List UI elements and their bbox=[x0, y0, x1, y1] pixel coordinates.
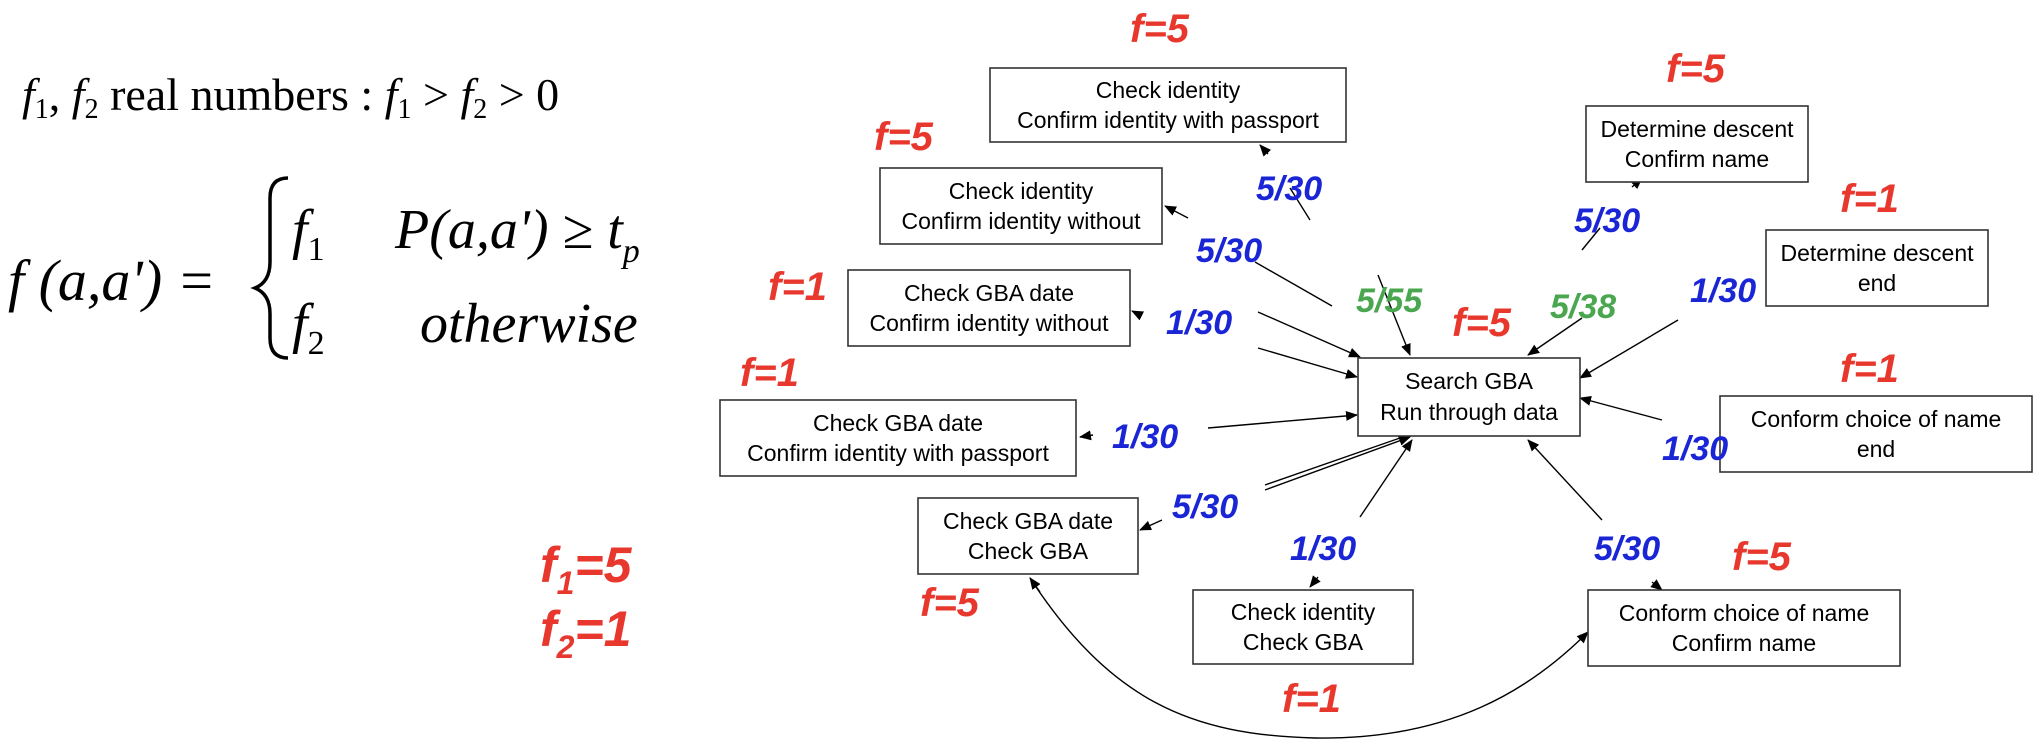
edge-to-choice-name bbox=[1650, 579, 1663, 591]
formula-block: f1, f2 real numbers : f1 > f2 > 0 f (a,a… bbox=[8, 69, 640, 665]
formula-brace bbox=[250, 176, 289, 360]
svg-text:Conform choice of name: Conform choice of name bbox=[1619, 600, 1870, 626]
svg-text:Run through data: Run through data bbox=[1380, 399, 1558, 425]
svg-text:Confirm identity without: Confirm identity without bbox=[901, 208, 1141, 234]
node-check-gba-date-without: Check GBA date Confirm identity without bbox=[847, 269, 1131, 347]
edge-to-gba-without bbox=[1131, 310, 1145, 321]
formula-lhs: f (a,a') = bbox=[8, 248, 216, 313]
prob-label-to-identity-gba: 1/30 bbox=[1290, 530, 1356, 568]
edge-to-descent-name bbox=[1581, 227, 1601, 251]
f-label-gba-without: f=1 bbox=[768, 265, 827, 309]
f-label-descent-end: f=1 bbox=[1840, 177, 1899, 221]
f-label-choice-name: f=5 bbox=[1732, 535, 1792, 579]
node-conform-choice-name: Conform choice of name Confirm name bbox=[1587, 589, 1901, 667]
edge-to-passport-identity-head bbox=[1259, 144, 1272, 157]
edge-to-identity-gba bbox=[1309, 575, 1321, 588]
node-check-identity-gba: Check identity Check GBA bbox=[1192, 589, 1414, 665]
prob-label-green-right: 5/38 bbox=[1550, 288, 1616, 326]
prob-label-to-gba-without: 1/30 bbox=[1166, 304, 1232, 342]
prob-label-to-without-identity: 5/30 bbox=[1196, 232, 1262, 270]
svg-text:Determine descent: Determine descent bbox=[1780, 240, 1974, 266]
edge-from-descent-end bbox=[1579, 319, 1679, 379]
edge-to-passport-identity bbox=[1289, 187, 1311, 221]
formula-real-numbers: f1, f2 real numbers : f1 > f2 > 0 bbox=[22, 69, 559, 125]
edges bbox=[1029, 144, 1679, 739]
svg-text:Check GBA date: Check GBA date bbox=[943, 508, 1113, 534]
edge-to-gba-passport bbox=[1079, 430, 1094, 441]
svg-text:Check GBA: Check GBA bbox=[968, 538, 1089, 564]
edge-from-choice-end bbox=[1579, 396, 1663, 421]
node-determine-descent-name: Determine descent Confirm name bbox=[1585, 105, 1809, 183]
f-label-bottom-arc: f=1 bbox=[1282, 677, 1341, 721]
svg-text:Conform choice of name: Conform choice of name bbox=[1751, 406, 2002, 432]
f-labels: f=5 f=5 f=1 f=1 f=5 f=5 f=5 f=1 f=1 f=5 … bbox=[740, 7, 1899, 721]
edge-bottom-arc-start-head bbox=[1029, 577, 1041, 593]
prob-label-green-left: 5/55 bbox=[1356, 282, 1423, 320]
prob-label-to-choice-end: 1/30 bbox=[1662, 430, 1728, 468]
edge-from-gba-passport bbox=[1207, 410, 1358, 429]
svg-text:end: end bbox=[1858, 270, 1896, 296]
param-f1: f1=5 bbox=[540, 537, 633, 601]
prob-label-to-choice-name: 5/30 bbox=[1594, 530, 1660, 568]
svg-text:Check GBA: Check GBA bbox=[1243, 629, 1364, 655]
edge-from-identity-gba bbox=[1359, 439, 1413, 518]
svg-text:end: end bbox=[1857, 436, 1895, 462]
edge-from-gba-check bbox=[1264, 436, 1411, 491]
prob-label-to-gba-passport: 1/30 bbox=[1112, 418, 1178, 456]
node-check-identity-passport: Check identity Confirm identity with pas… bbox=[989, 67, 1347, 143]
svg-text:Check identity: Check identity bbox=[1096, 77, 1241, 103]
edge-from-passport-identity bbox=[1377, 274, 1411, 356]
f-label-descent-name: f=5 bbox=[1666, 47, 1726, 91]
svg-text:Search GBA: Search GBA bbox=[1405, 368, 1533, 394]
param-f2: f2=1 bbox=[540, 601, 631, 665]
node-check-gba-date-passport: Check GBA date Confirm identity with pas… bbox=[719, 399, 1077, 477]
prob-label-to-descent-name: 5/30 bbox=[1574, 202, 1640, 240]
prob-labels: 5/30 5/30 1/30 1/30 5/30 1/30 5/30 5/30 … bbox=[1112, 170, 1756, 568]
svg-text:Check GBA date: Check GBA date bbox=[813, 410, 983, 436]
svg-text:Check identity: Check identity bbox=[949, 178, 1094, 204]
formula-case2-condition: otherwise bbox=[420, 293, 638, 355]
f-label-passport-identity: f=5 bbox=[1130, 7, 1190, 51]
svg-text:Confirm name: Confirm name bbox=[1625, 146, 1769, 172]
node-check-gba-date-check: Check GBA date Check GBA bbox=[917, 497, 1139, 575]
svg-text:Check GBA date: Check GBA date bbox=[904, 280, 1074, 306]
edge-to-without-identity bbox=[1254, 261, 1333, 307]
node-check-identity-without: Check identity Confirm identity without bbox=[879, 167, 1163, 245]
svg-text:Confirm name: Confirm name bbox=[1672, 630, 1816, 656]
formula-case1-value: f1 bbox=[292, 199, 325, 268]
f-label-search: f=5 bbox=[1452, 301, 1512, 345]
edge-from-choice-name bbox=[1527, 439, 1603, 521]
node-determine-descent-end: Determine descent end bbox=[1765, 229, 1989, 307]
formula-case2-value: f2 bbox=[292, 293, 325, 362]
node-search-gba: Search GBA Run through data bbox=[1357, 357, 1581, 437]
edge-from-descent-name bbox=[1527, 317, 1583, 356]
svg-text:Confirm identity without: Confirm identity without bbox=[869, 310, 1109, 336]
edge-bottom-arc bbox=[1029, 577, 1589, 739]
edge-to-gba-check-head bbox=[1139, 519, 1163, 531]
f-label-gba-passport: f=1 bbox=[740, 351, 799, 395]
edge-from-gba-without bbox=[1257, 347, 1358, 379]
edge-to-gba-check bbox=[1264, 437, 1401, 486]
prob-label-to-gba-check: 5/30 bbox=[1172, 488, 1238, 526]
edge-from-without-identity bbox=[1257, 311, 1361, 358]
svg-text:Check identity: Check identity bbox=[1231, 599, 1376, 625]
prob-label-to-passport-identity: 5/30 bbox=[1256, 170, 1322, 208]
edge-to-without-identity-head bbox=[1164, 205, 1189, 219]
f-label-gba-check: f=5 bbox=[920, 581, 980, 625]
prob-label-to-descent-end: 1/30 bbox=[1690, 272, 1756, 310]
node-conform-choice-end: Conform choice of name end bbox=[1719, 395, 2033, 473]
f-label-without-identity: f=5 bbox=[874, 115, 934, 159]
f-label-choice-end: f=1 bbox=[1840, 347, 1899, 391]
svg-text:Confirm identity with passport: Confirm identity with passport bbox=[747, 440, 1049, 466]
svg-text:Confirm identity with passport: Confirm identity with passport bbox=[1017, 107, 1319, 133]
svg-text:Determine descent: Determine descent bbox=[1600, 116, 1794, 142]
formula-case1-condition: P(a,a') ≥ tp bbox=[394, 199, 640, 270]
